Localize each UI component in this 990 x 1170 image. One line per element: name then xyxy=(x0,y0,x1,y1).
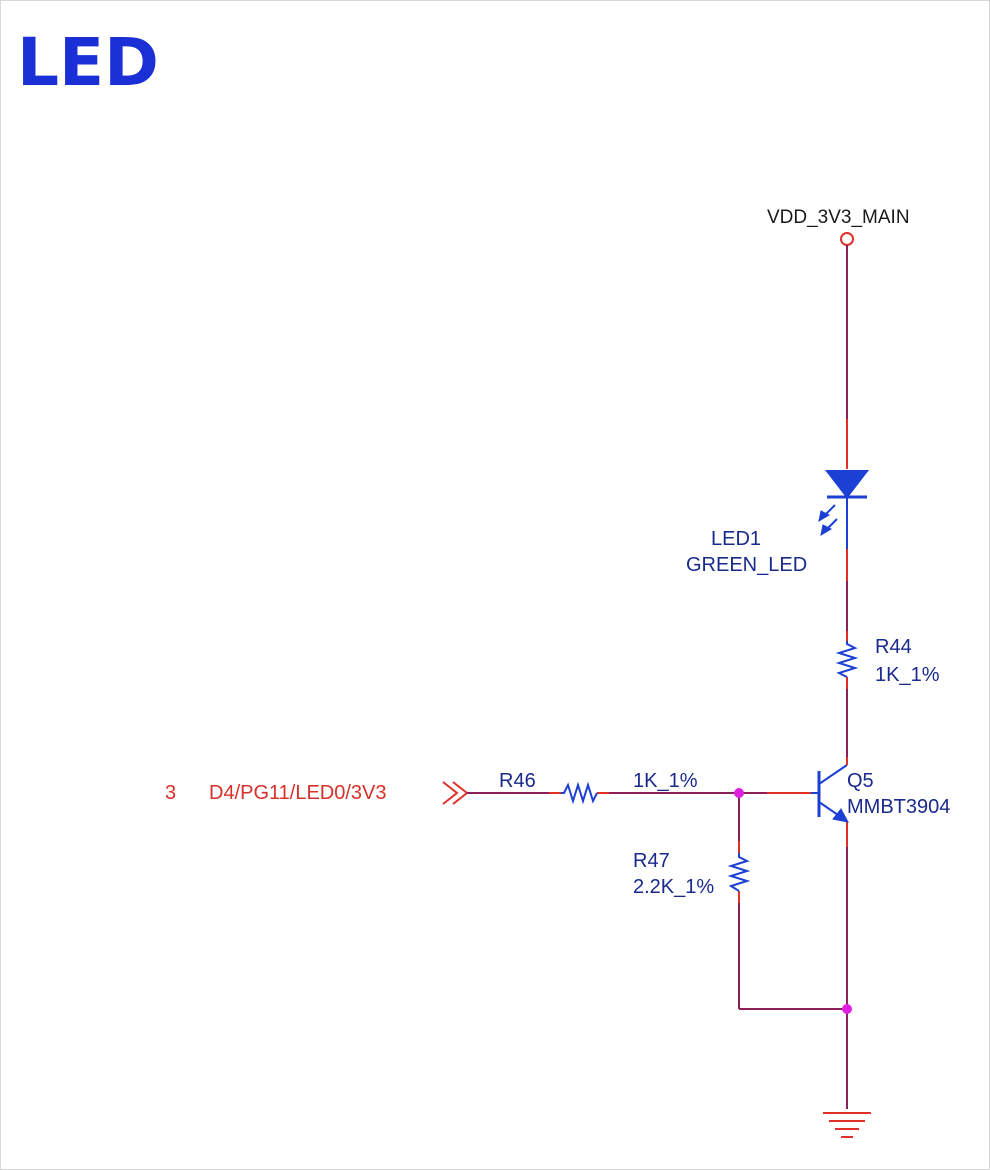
r46-symbol: R46 1K_1% xyxy=(499,770,698,805)
r46-value-label: 1K_1% xyxy=(633,770,698,792)
port-sheet-number: 3 xyxy=(165,782,176,804)
led-diode-icon xyxy=(824,470,870,549)
off-sheet-port: 3 D4/PG11/LED0/3V3 xyxy=(165,781,469,805)
led1-symbol: LED1 GREEN_LED xyxy=(686,470,870,576)
r46-ref-label: R46 xyxy=(499,770,536,792)
junction-emitter-node xyxy=(842,1004,852,1014)
r44-symbol: R44 1K_1% xyxy=(835,636,940,686)
ground-icon xyxy=(823,1112,871,1138)
resistor-icon xyxy=(727,853,751,892)
junction-base-node xyxy=(734,788,744,798)
led1-value-label: GREEN_LED xyxy=(686,554,807,576)
page-title: LED xyxy=(17,24,159,101)
power-port-circle-icon xyxy=(840,232,854,246)
resistor-icon xyxy=(561,781,598,805)
resistor-icon xyxy=(835,641,859,678)
power-net-label: VDD_3V3_MAIN xyxy=(767,207,910,228)
led1-ref-label: LED1 xyxy=(711,528,761,550)
off-sheet-connector-icon xyxy=(442,781,469,805)
q5-symbol: Q5 MMBT3904 xyxy=(811,757,950,823)
r47-ref-label: R47 xyxy=(633,850,670,872)
r47-branch-wires xyxy=(738,793,847,1010)
npn-transistor-icon xyxy=(811,757,849,823)
led-emission-arrows-icon xyxy=(818,504,838,537)
r47-value-label: 2.2K_1% xyxy=(633,876,714,898)
q5-value-label: MMBT3904 xyxy=(847,796,950,818)
r44-ref-label: R44 xyxy=(875,636,912,658)
r44-value-label: 1K_1% xyxy=(875,664,940,686)
power-port: VDD_3V3_MAIN xyxy=(767,207,910,246)
port-net-label: D4/PG11/LED0/3V3 xyxy=(209,782,387,804)
q5-ref-label: Q5 xyxy=(847,770,874,792)
r47-symbol: R47 2.2K_1% xyxy=(633,850,751,898)
